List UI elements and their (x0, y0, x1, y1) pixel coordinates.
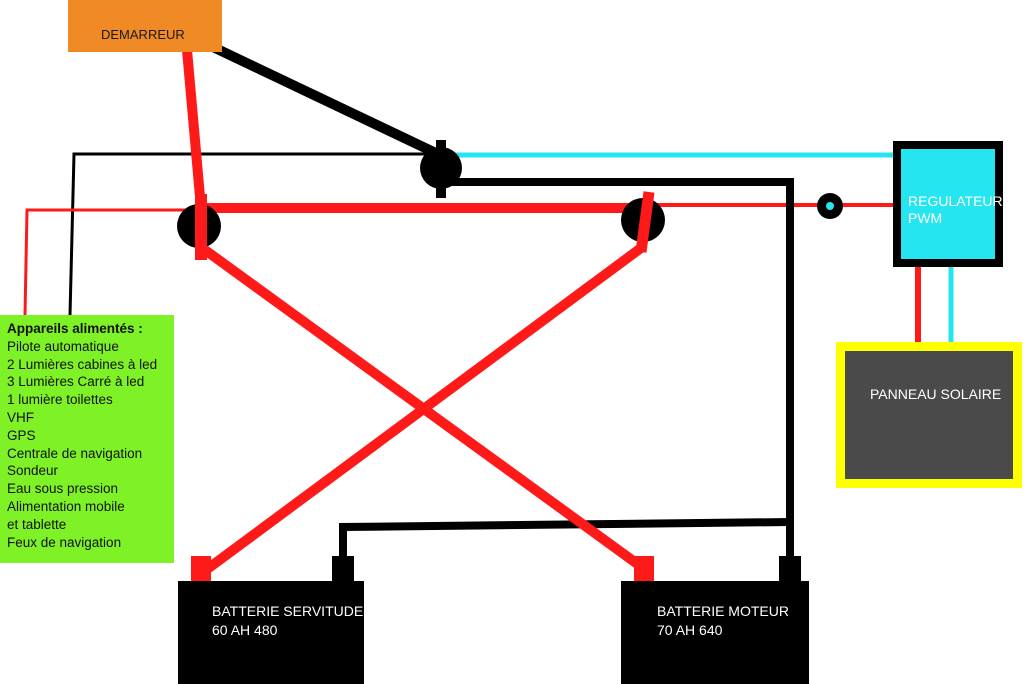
engine-battery-negative-terminal (779, 556, 801, 582)
solar-panel-box: PANNEAU SOLAIRE (836, 342, 1022, 488)
service-battery: BATTERIE SERVITUDE 60 AH 480 (178, 581, 364, 684)
black-wire-switch-to-engine-battery (440, 178, 794, 560)
list-item: Sondeur (7, 463, 59, 479)
engine-positive-node-post (635, 191, 655, 253)
appliances-title: Appareils alimentés : (7, 321, 143, 336)
service-battery-negative-terminal (332, 556, 354, 582)
regulator-label-line2: PWM (908, 210, 943, 226)
list-item: GPS (7, 427, 36, 443)
regulator-box: REGULATEUR PWM (893, 141, 1003, 267)
black-wire-battery-negatives (339, 518, 791, 560)
switch-node (420, 147, 462, 189)
appliances-box: Appareils alimentés : Pilote automatique… (0, 315, 174, 563)
black-wire-appliances (68, 152, 440, 316)
switch-node-stem-top (436, 140, 446, 158)
service-battery-spec: 60 AH 480 (212, 622, 278, 638)
list-item: et tablette (7, 516, 67, 532)
engine-battery-spec: 70 AH 640 (657, 622, 723, 638)
red-wire-starter (182, 49, 206, 209)
list-item: 3 Lumières Carré à led (7, 374, 145, 390)
service-battery-positive-terminal (191, 556, 211, 582)
red-wire-cross-engine-to-service (203, 243, 644, 575)
black-wire-starter-to-switch (210, 42, 443, 160)
solar-panel-label: PANNEAU SOLAIRE (870, 386, 1002, 402)
list-item: Feux de navigation (7, 534, 122, 550)
list-item: Alimentation mobile (7, 498, 125, 514)
fuse-node-center (826, 202, 834, 210)
list-item: Pilote automatique (7, 338, 119, 354)
switch-node-stem-bottom (436, 180, 446, 198)
list-item: 1 lumière toilettes (7, 392, 113, 408)
list-item: Eau sous pression (7, 481, 119, 497)
engine-battery: BATTERIE MOTEUR 70 AH 640 (621, 581, 809, 684)
service-positive-node-post (195, 194, 207, 260)
regulator-label-line1: REGULATEUR (908, 193, 1003, 209)
list-item: VHF (7, 409, 34, 425)
list-item: 2 Lumières cabines à led (7, 356, 158, 372)
engine-battery-name: BATTERIE MOTEUR (657, 603, 789, 619)
red-wire-appliances (23, 208, 200, 316)
list-item: Centrale de navigation (7, 445, 143, 461)
starter-box: DEMARREUR (68, 0, 222, 52)
engine-battery-positive-terminal (634, 556, 654, 582)
appliances-list: Pilote automatique 2 Lumières cabines à … (7, 338, 174, 552)
service-battery-name: BATTERIE SERVITUDE (212, 603, 364, 619)
starter-label: DEMARREUR (101, 27, 185, 42)
